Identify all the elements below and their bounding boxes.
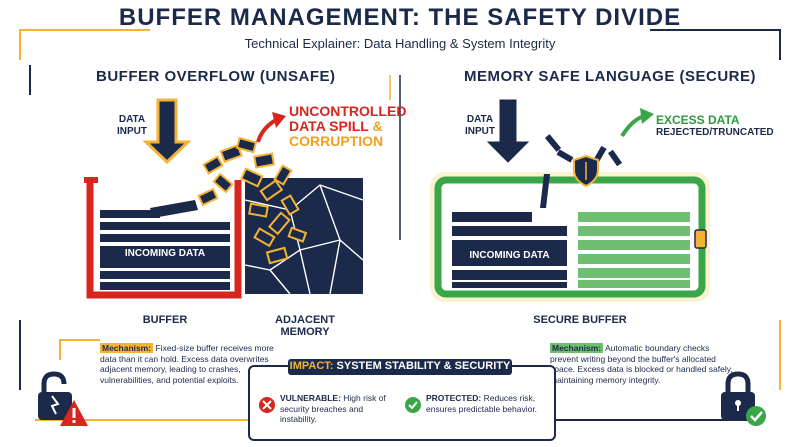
adjacent-memory-label: ADJACENT MEMORY <box>275 314 335 338</box>
unsafe-mechanism-text: Mechanism: Fixed-size buffer receives mo… <box>100 343 275 385</box>
excess-label: EXCESS DATA REJECTED/TRUNCATED <box>656 113 796 138</box>
spill-line1: UNCONTROLLED <box>289 103 407 119</box>
spilling-data-tiles <box>197 136 308 265</box>
vulnerable-text: VULNERABLE: High risk of security breach… <box>280 393 392 425</box>
unsafe-incoming-label: INCOMING DATA <box>124 248 206 259</box>
safe-section-title: MEMORY SAFE LANGUAGE (SECURE) <box>464 68 757 85</box>
unsafe-diagram <box>84 98 364 299</box>
safe-mechanism-body: Automatic boundary checks prevent writin… <box>550 343 733 385</box>
impact-tag: IMPACT: <box>289 360 334 372</box>
vulnerable-tag: VULNERABLE: <box>280 393 341 403</box>
spill-line2: DATA SPILL <box>289 118 369 134</box>
vulnerable-icon <box>259 397 275 413</box>
protected-text: PROTECTED: Reduces risk, ensures predict… <box>426 393 546 414</box>
excess-line2: REJECTED/TRUNCATED <box>656 127 774 138</box>
impact-header-bg <box>288 359 512 375</box>
spill-amp: & <box>372 118 383 134</box>
page-title: BUFFER MANAGEMENT: THE SAFETY DIVIDE <box>118 4 682 31</box>
safe-data-input-label: DATA INPUT <box>465 114 495 137</box>
protected-body: Reduces risk, ensures predictable behavi… <box>426 393 538 414</box>
spill-arrow <box>256 118 278 143</box>
shield-icon <box>573 154 599 188</box>
spill-line3: CORRUPTION <box>289 133 384 149</box>
unsafe-section-title: BUFFER OVERFLOW (UNSAFE) <box>96 68 336 85</box>
vulnerable-body: High risk of security breaches and insta… <box>280 393 386 424</box>
unsafe-input-arrow <box>142 98 192 165</box>
unsafe-mechanism-body: Fixed-size buffer receives more data tha… <box>100 343 274 385</box>
safe-mechanism-tag: Mechanism: <box>550 343 604 353</box>
rejected-arrow <box>620 114 645 138</box>
protected-tag: PROTECTED: <box>426 393 482 403</box>
broken-lock-icon <box>38 371 88 426</box>
secure-buffer-label: SECURE BUFFER <box>533 314 627 326</box>
unsafe-data-input-label: DATA INPUT <box>117 114 147 137</box>
secure-lock-icon <box>721 371 766 426</box>
impact-header: IMPACT: SYSTEM STABILITY & SECURITY <box>288 360 512 372</box>
unsafe-data-stack <box>100 200 230 290</box>
page-subtitle: Technical Explainer: Data Handling & Sys… <box>244 36 556 51</box>
safe-mechanism-text: Mechanism: Automatic boundary checks pre… <box>550 343 740 385</box>
safe-diagram <box>430 99 710 302</box>
boundary-marker <box>694 229 707 249</box>
excess-line1: EXCESS DATA <box>656 113 740 127</box>
spill-label: UNCONTROLLED DATA SPILL & CORRUPTION <box>289 104 409 149</box>
impact-title: SYSTEM STABILITY & SECURITY <box>333 360 511 372</box>
safe-empty-slots <box>578 212 690 288</box>
safe-data-stack <box>452 174 567 288</box>
unsafe-mechanism-tag: Mechanism: <box>100 343 154 353</box>
safe-incoming-label: INCOMING DATA <box>469 250 550 261</box>
buffer-label: BUFFER <box>142 314 188 326</box>
unsafe-buffer-container <box>86 180 242 299</box>
protected-icon <box>405 397 421 413</box>
safe-input-arrow <box>486 99 530 163</box>
